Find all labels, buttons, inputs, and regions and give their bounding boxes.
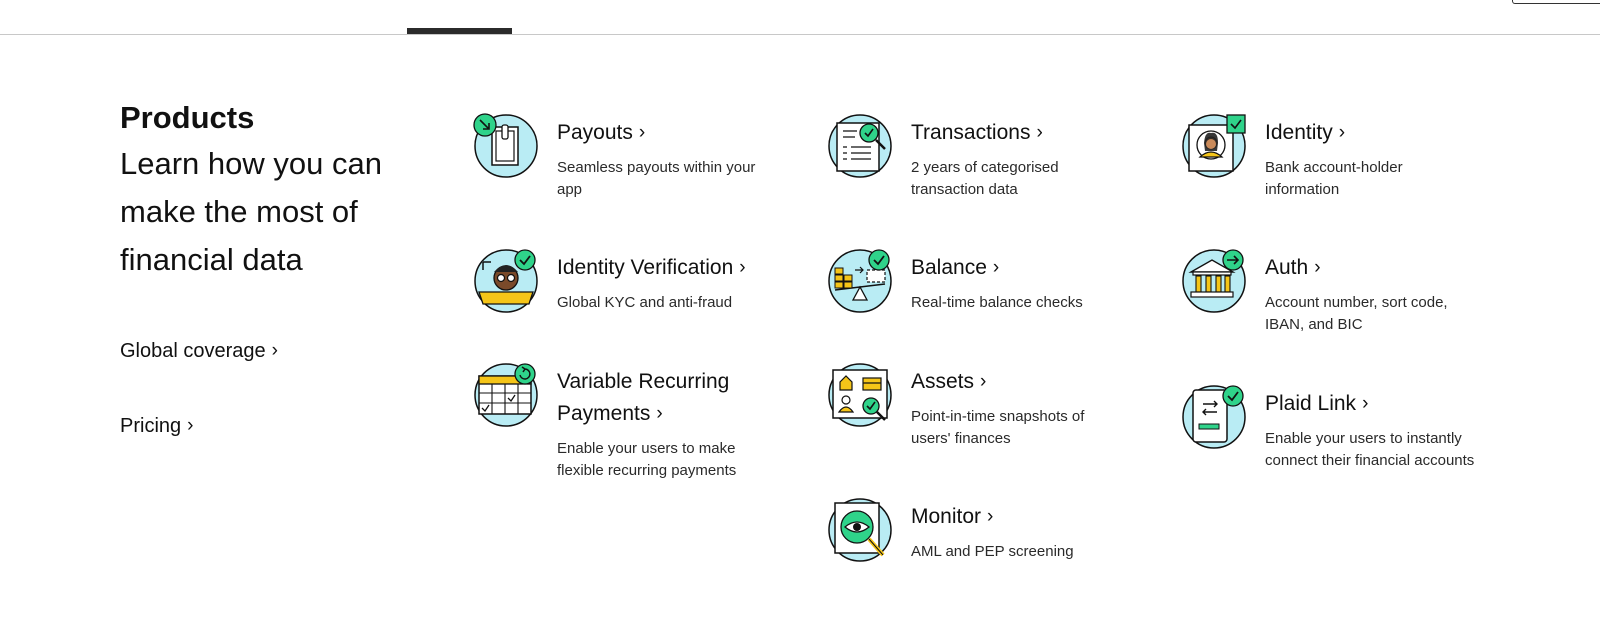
- transactions-description: 2 years of categorised transaction data: [911, 159, 1059, 198]
- assets-icon: [828, 363, 892, 427]
- chevron-right-icon: ›: [638, 122, 646, 143]
- transactions-title: Transactions: [911, 121, 1031, 144]
- product-balance[interactable]: Balance› Real-time balance checks: [827, 248, 1157, 358]
- identity-description: Bank account-holder information: [1265, 159, 1403, 198]
- product-plaid-link[interactable]: Plaid Link› Enable your users to instant…: [1181, 384, 1511, 504]
- identity-verification-description: Global KYC and anti-fraud: [557, 294, 733, 311]
- payouts-description: Seamless payouts within your app: [557, 159, 756, 198]
- chevron-right-icon: ›: [1036, 122, 1043, 143]
- top-nav-bar: [0, 0, 1600, 36]
- balance-link[interactable]: Balance›: [911, 252, 1151, 285]
- balance-scale-icon: [828, 249, 892, 313]
- product-identity[interactable]: Identity› Bank account-holder informatio…: [1181, 113, 1511, 223]
- chevron-right-icon: ›: [987, 506, 994, 527]
- transactions-icon: [828, 114, 892, 178]
- identity-verification-title: Identity Verification: [557, 256, 734, 279]
- monitor-description: AML and PEP screening: [911, 543, 1074, 560]
- products-intro: Products Learn how you can make the most…: [120, 98, 440, 284]
- nav-divider: [0, 34, 1600, 35]
- calendar-recurring-icon: [474, 363, 538, 427]
- identity-title: Identity: [1265, 121, 1333, 144]
- plaid-link-title: Plaid Link: [1265, 392, 1357, 415]
- payouts-icon: [473, 113, 538, 178]
- chevron-right-icon: ›: [271, 340, 278, 361]
- product-payouts[interactable]: Payouts› Seamless payouts within your ap…: [473, 113, 803, 223]
- global-coverage-link[interactable]: Global coverage›: [120, 340, 278, 363]
- monitor-title: Monitor: [911, 505, 982, 528]
- chevron-right-icon: ›: [992, 257, 1000, 278]
- assets-description: Point-in-time snapshots of users' financ…: [911, 408, 1085, 447]
- payouts-title: Payouts: [557, 121, 633, 144]
- bank-auth-icon: [1182, 249, 1246, 313]
- chevron-right-icon: ›: [1362, 393, 1369, 414]
- identity-portrait-icon: [1182, 114, 1246, 178]
- payouts-link[interactable]: Payouts›: [557, 117, 797, 150]
- pricing-label: Pricing: [120, 415, 182, 437]
- product-variable-recurring-payments[interactable]: Variable Recurring Payments› Enable your…: [473, 362, 803, 502]
- chevron-right-icon: ›: [656, 403, 663, 424]
- auth-link[interactable]: Auth›: [1265, 252, 1505, 285]
- products-heading: Products: [120, 100, 255, 135]
- pricing-link[interactable]: Pricing›: [120, 415, 193, 438]
- auth-title: Auth: [1265, 256, 1309, 279]
- auth-description: Account number, sort code, IBAN, and BIC: [1265, 294, 1448, 333]
- balance-description: Real-time balance checks: [911, 294, 1083, 311]
- balance-title: Balance: [911, 256, 987, 279]
- monitor-link[interactable]: Monitor›: [911, 501, 1151, 534]
- chevron-right-icon: ›: [1314, 257, 1321, 278]
- monitor-eye-icon: [828, 498, 892, 562]
- plaid-link-description: Enable your users to instantly connect t…: [1265, 430, 1475, 469]
- assets-title: Assets: [911, 370, 975, 393]
- product-identity-verification[interactable]: Identity Verification› Global KYC and an…: [473, 248, 803, 358]
- product-auth[interactable]: Auth› Account number, sort code, IBAN, a…: [1181, 248, 1511, 358]
- variable-recurring-payments-link[interactable]: Variable Recurring Payments›: [557, 366, 797, 431]
- products-subheading: Learn how you can make the most of finan…: [120, 146, 382, 277]
- variable-recurring-payments-title: Variable Recurring Payments: [557, 370, 730, 425]
- identity-verification-icon: [474, 249, 538, 313]
- variable-recurring-payments-description: Enable your users to make flexible recur…: [557, 440, 737, 479]
- chevron-right-icon: ›: [739, 257, 746, 278]
- assets-link[interactable]: Assets›: [911, 366, 1151, 399]
- plaid-link-icon: [1182, 385, 1246, 449]
- product-monitor[interactable]: Monitor› AML and PEP screening: [827, 497, 1157, 607]
- identity-verification-link[interactable]: Identity Verification›: [557, 252, 797, 285]
- chevron-right-icon: ›: [1338, 122, 1346, 143]
- product-transactions[interactable]: Transactions› 2 years of categorised tra…: [827, 113, 1157, 223]
- active-tab-indicator: [407, 28, 512, 34]
- product-assets[interactable]: Assets› Point-in-time snapshots of users…: [827, 362, 1157, 472]
- chevron-right-icon: ›: [980, 371, 987, 392]
- transactions-link[interactable]: Transactions›: [911, 117, 1151, 150]
- top-right-button-edge[interactable]: [1512, 0, 1600, 4]
- plaid-link-link[interactable]: Plaid Link›: [1265, 388, 1505, 421]
- chevron-right-icon: ›: [187, 415, 194, 436]
- global-coverage-label: Global coverage: [120, 340, 266, 362]
- identity-link[interactable]: Identity›: [1265, 117, 1505, 150]
